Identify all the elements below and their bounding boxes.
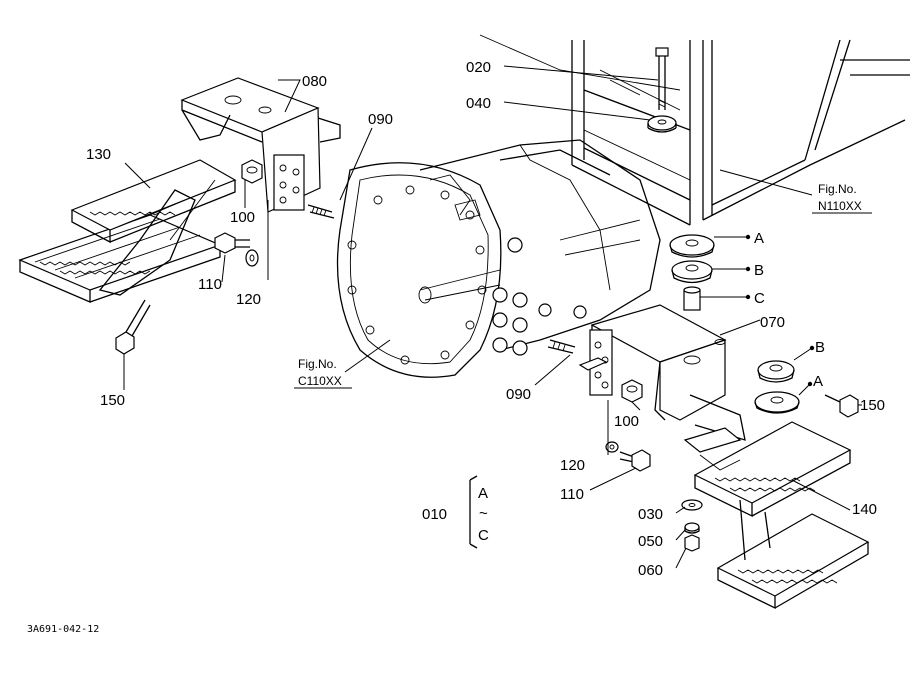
- range-from: A: [478, 485, 488, 502]
- ref-trans-num: C110XX: [298, 374, 342, 388]
- rubber-mount-a-lower: [754, 391, 800, 414]
- label-020: 020: [466, 59, 491, 76]
- mark-a-upper: A: [754, 230, 764, 247]
- nut-100-left: [241, 159, 263, 184]
- ref-cab-num: N110XX: [818, 199, 862, 213]
- transmission-housing: [336, 139, 661, 378]
- label-130: 130: [86, 146, 111, 163]
- label-110-left: 110: [198, 276, 222, 293]
- rubber-mount-b-lower: [757, 360, 795, 383]
- mark-c-upper: C: [754, 290, 765, 307]
- bolt-110-right: [619, 449, 651, 472]
- dot-markers: [745, 234, 815, 387]
- washer-120-right: [605, 441, 619, 453]
- label-080: 080: [302, 73, 327, 90]
- stud-090-left: [307, 204, 335, 219]
- label-120-left: 120: [236, 291, 261, 308]
- label-070: 070: [760, 314, 785, 331]
- rubber-mount-b-upper: [671, 260, 713, 284]
- bolt-150-left: [115, 299, 151, 355]
- range-bracket-010: [469, 475, 478, 549]
- label-110-right: 110: [560, 486, 584, 503]
- nut-060: [684, 534, 700, 552]
- drawing-code: 3A691-042-12: [27, 624, 99, 635]
- cab-frame: [479, 34, 910, 226]
- bracket-070: [589, 304, 746, 453]
- label-120-right: 120: [560, 457, 585, 474]
- washer-120-left: [245, 249, 259, 267]
- label-050: 050: [638, 533, 663, 550]
- label-010: 010: [422, 506, 447, 523]
- label-040: 040: [466, 95, 491, 112]
- bracket-080: [180, 77, 341, 213]
- ref-cab-fig: Fig.No.: [818, 182, 857, 196]
- label-090-lower: 090: [506, 386, 531, 403]
- label-140: 140: [852, 501, 877, 518]
- mark-a-lower: A: [813, 373, 823, 390]
- bolt-150-right: [824, 394, 859, 418]
- label-060: 060: [638, 562, 663, 579]
- label-100-left: 100: [230, 209, 255, 226]
- range-tilde: ~: [479, 505, 488, 522]
- step-130: [18, 159, 237, 303]
- range-to: C: [478, 527, 489, 544]
- label-100-right: 100: [614, 413, 639, 430]
- label-150-left: 150: [100, 392, 125, 409]
- collar-c: [683, 286, 701, 311]
- bolt-110-left: [214, 232, 250, 254]
- mark-b-upper: B: [754, 262, 764, 279]
- ref-trans-fig: Fig.No.: [298, 357, 337, 371]
- bolt-020: [655, 47, 669, 110]
- nut-100-right: [621, 379, 643, 403]
- stud-090-right: [547, 339, 608, 371]
- leader-lines: [123, 65, 862, 569]
- label-030: 030: [638, 506, 663, 523]
- washer-030: [681, 499, 703, 511]
- rubber-mount-a-upper: [669, 234, 715, 258]
- label-150-right: 150: [860, 397, 885, 414]
- step-140: [693, 421, 870, 610]
- washer-040: [647, 115, 677, 133]
- nut-050: [684, 522, 700, 534]
- label-090-upper: 090: [368, 111, 393, 128]
- mark-b-lower: B: [815, 339, 825, 356]
